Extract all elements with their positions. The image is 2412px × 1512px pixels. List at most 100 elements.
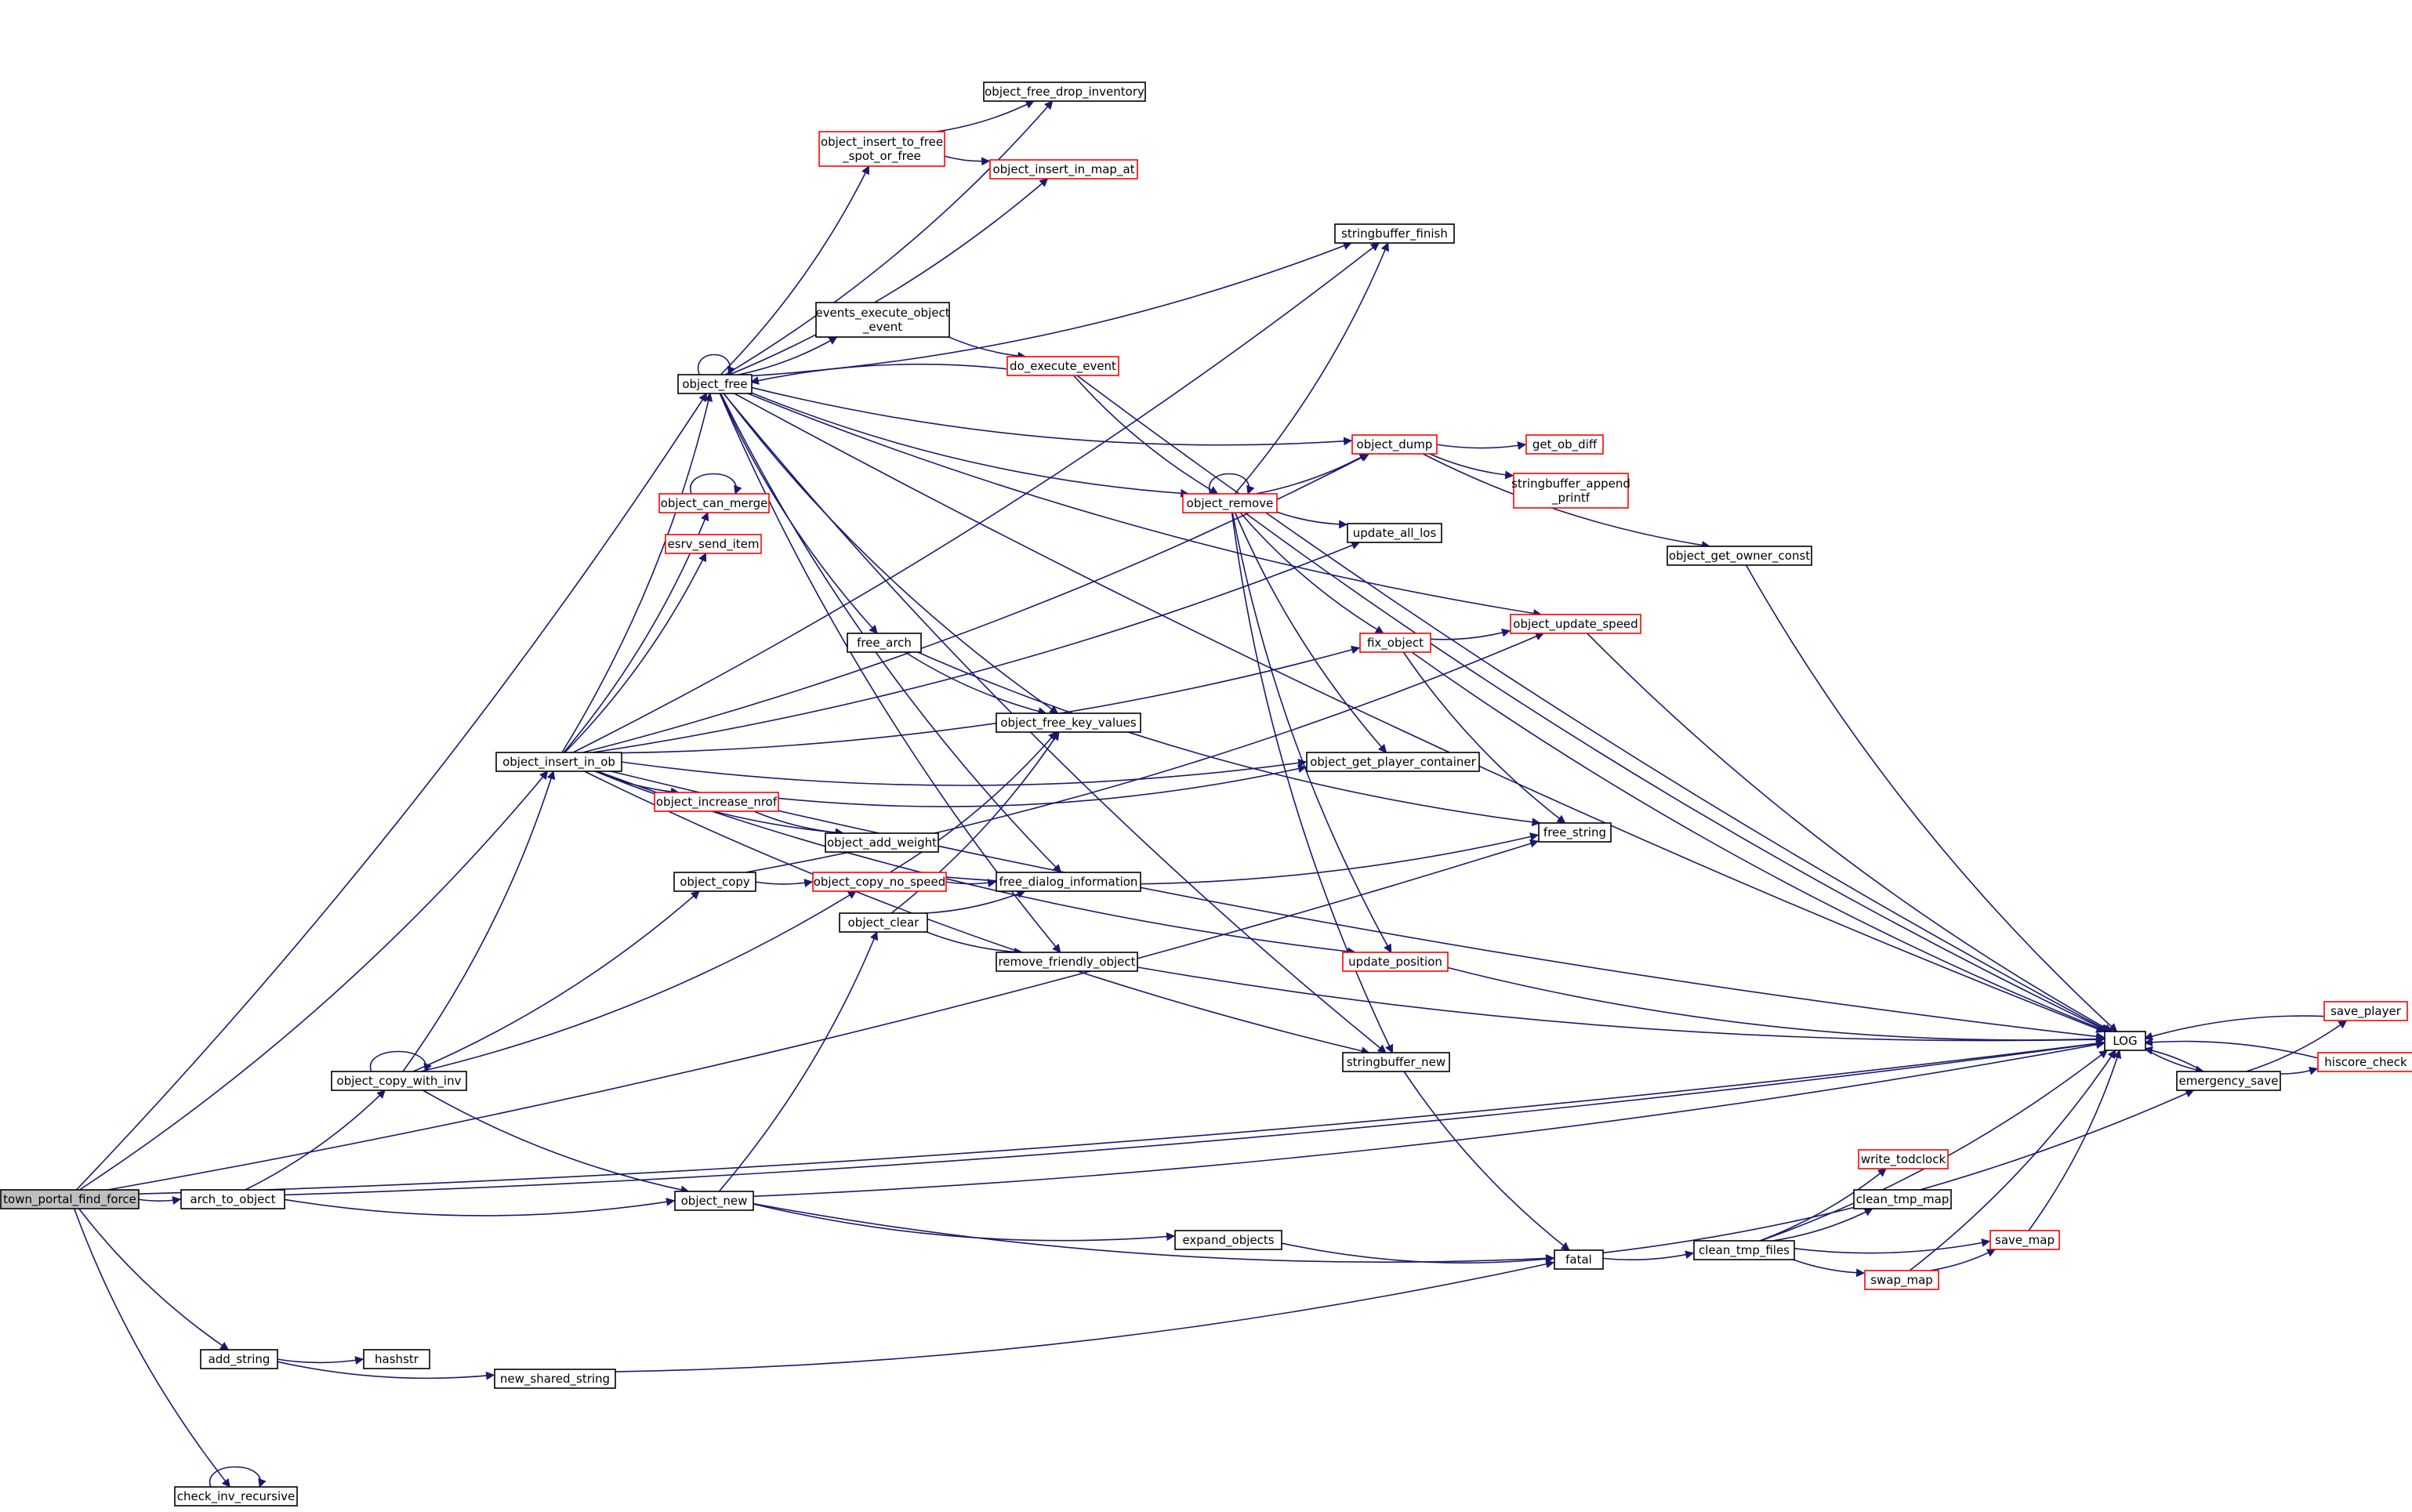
edge-emergency_save-to-hiscore_check [2279,1066,2319,1075]
edge-object_dump-to-object_get_owner_const [1422,453,1710,549]
node-label: swap_map [1870,1273,1933,1288]
node-esrv-send-item[interactable]: esrv_send_item [665,534,762,554]
node-object-dump[interactable]: object_dump [1351,434,1438,455]
node-update-all-los[interactable]: update_all_los [1347,523,1442,543]
edge-town_portal_find_force-to-object_free [75,393,708,1191]
node-fatal[interactable]: fatal [1554,1249,1604,1270]
node-object-copy-with-inv[interactable]: object_copy_with_inv [331,1071,467,1091]
edge-emergency_save-to-save_player [2246,1020,2348,1072]
node-label: new_shared_string [500,1372,610,1387]
node-expand-objects[interactable]: expand_objects [1174,1230,1282,1250]
node-events-execute-object-event[interactable]: events_execute_object_event [815,302,950,338]
node-object-clear[interactable]: object_clear [839,912,928,933]
edge-fix_object-to-free_string [1402,651,1566,824]
edge-object_insert_in_ob-to-stringbuffer_finish [572,242,1380,753]
node-object-increase-nrof[interactable]: object_increase_nrof [654,792,779,812]
edge-add_string-to-hashstr [276,1356,365,1365]
edge-object_free-to-object_update_speed [747,393,1543,618]
node-get-ob-diff[interactable]: get_ob_diff [1525,434,1604,455]
node-update-position[interactable]: update_position [1342,952,1449,972]
node-object-get-owner-const[interactable]: object_get_owner_const [1667,546,1812,566]
edge-town_portal_find_force-to-check_inv_recursive [73,1208,230,1488]
node-object-free-key-values[interactable]: object_free_key_values [996,712,1141,733]
edge-object_free-to-object_remove [750,392,1190,498]
node-label: do_execute_event [1010,359,1116,374]
edge-swap_map-to-save_map [1929,1249,1997,1271]
edge-object_copy_no_speed-to-free_dialog_information [945,879,997,887]
edge-object_insert_in_ob-to-esrv_send_item [564,553,707,753]
node-box [1351,434,1438,455]
edge-object_remove-to-LOG [1244,512,2110,1032]
node-check-inv-recursive[interactable]: check_inv_recursive [174,1486,298,1507]
node-box [2176,1071,2281,1091]
node-object-add-weight[interactable]: object_add_weight [825,832,939,853]
node-write-todclock[interactable]: write_todclock [1858,1149,1949,1169]
edge-town_portal_find_force-to-add_string [78,1208,230,1351]
node-object-insert-in-map-at[interactable]: object_insert_in_map_at [989,159,1138,179]
node-object-copy[interactable]: object_copy [673,872,756,892]
node-LOG[interactable]: LOG [2104,1031,2146,1051]
node-stringbuffer-new[interactable]: stringbuffer_new [1342,1052,1450,1072]
node-save-player[interactable]: save_player [2323,1001,2408,1021]
node-object-new[interactable]: object_new [674,1191,754,1211]
edge-object_clear-to-object_free_key_values [890,731,1060,914]
node-box [1513,473,1629,509]
node-hashstr[interactable]: hashstr [363,1349,430,1369]
node-do-execute-event[interactable]: do_execute_event [1007,356,1119,376]
edge-LOG-to-emergency_save [2144,1048,2205,1075]
node-object-free[interactable]: object_free [677,374,753,394]
node-arch-to-object[interactable]: arch_to_object [180,1189,285,1209]
edge-fatal-to-clean_tmp_files [1601,1250,1695,1260]
node-emergency-save[interactable]: emergency_save [2176,1071,2281,1091]
node-clean-tmp-files[interactable]: clean_tmp_files [1693,1240,1795,1260]
node-object-insert-to-free-spot-or-free[interactable]: object_insert_to_free_spot_or_free [818,131,945,167]
edge-object_remove-to-stringbuffer_finish [1234,241,1389,495]
node-box [996,952,1138,972]
node-label: object_new [681,1194,748,1209]
node-object-free-drop-inventory[interactable]: object_free_drop_inventory [983,82,1146,102]
node-object-remove[interactable]: object_remove [1182,493,1278,513]
edge-object_free-to-events_execute_object_event [738,336,838,375]
edge-town_portal_find_force-to-LOG [137,1039,2106,1195]
edge-object_free-to-object_free [697,354,736,376]
node-label: object_insert_in_ob [502,755,615,770]
node-object-insert-in-ob[interactable]: object_insert_in_ob [495,752,622,772]
node-free-arch[interactable]: free_arch [847,633,922,653]
edge-arch_to_object-to-object_copy_with_inv [245,1090,386,1191]
edge-object_new-to-fatal [752,1202,1555,1263]
node-object-update-speed[interactable]: object_update_speed [1510,614,1641,634]
node-object-can-merge[interactable]: object_can_merge [658,493,770,513]
node-fix-object[interactable]: fix_object [1359,633,1431,653]
edge-object_dump-to-stringbuffer_append_printf [1429,453,1514,480]
node-object-copy-no-speed[interactable]: object_copy_no_speed [812,872,947,892]
node-save-map[interactable]: save_map [1989,1230,2060,1250]
node-object-get-player-container[interactable]: object_get_player_container [1306,752,1480,772]
node-free-string[interactable]: free_string [1538,822,1612,843]
node-stringbuffer-append-printf[interactable]: stringbuffer_append_printf [1511,473,1630,509]
node-stringbuffer-finish[interactable]: stringbuffer_finish [1334,223,1455,244]
edge-arch_to_object-to-LOG [283,1039,2106,1196]
node-box [1007,356,1119,376]
node-new-shared-string[interactable]: new_shared_string [494,1369,616,1389]
node-label: check_inv_recursive [177,1489,296,1504]
node-town-portal-find-force[interactable]: town_portal_find_force [0,1189,140,1209]
node-label: esrv_send_item [667,537,759,552]
edge-object_can_merge-to-object_can_merge [689,473,742,495]
node-remove-friendly-object[interactable]: remove_friendly_object [996,952,1138,972]
node-label: object_remove [1187,496,1274,511]
node-clean-tmp-map[interactable]: clean_tmp_map [1853,1189,1952,1209]
node-add-string[interactable]: add_string [200,1349,278,1369]
node-box [1334,223,1455,244]
node-box [200,1349,278,1369]
node-hiscore-check[interactable]: hiscore_check [2317,1052,2412,1072]
edge-do_execute_event-to-object_free [749,363,1007,385]
node-free-dialog-information[interactable]: free_dialog_information [996,872,1141,892]
node-label: free_arch [857,636,912,651]
node-box [989,159,1138,179]
edge-object_copy_with_inv-to-object_insert_in_ob [402,770,556,1072]
node-swap-map[interactable]: swap_map [1864,1270,1939,1290]
node-label: object_copy_with_inv [337,1074,462,1089]
node-box [1306,752,1480,772]
edge-object_remove-to-object_get_player_container [1234,512,1387,753]
node-label: emergency_save [2179,1074,2279,1089]
